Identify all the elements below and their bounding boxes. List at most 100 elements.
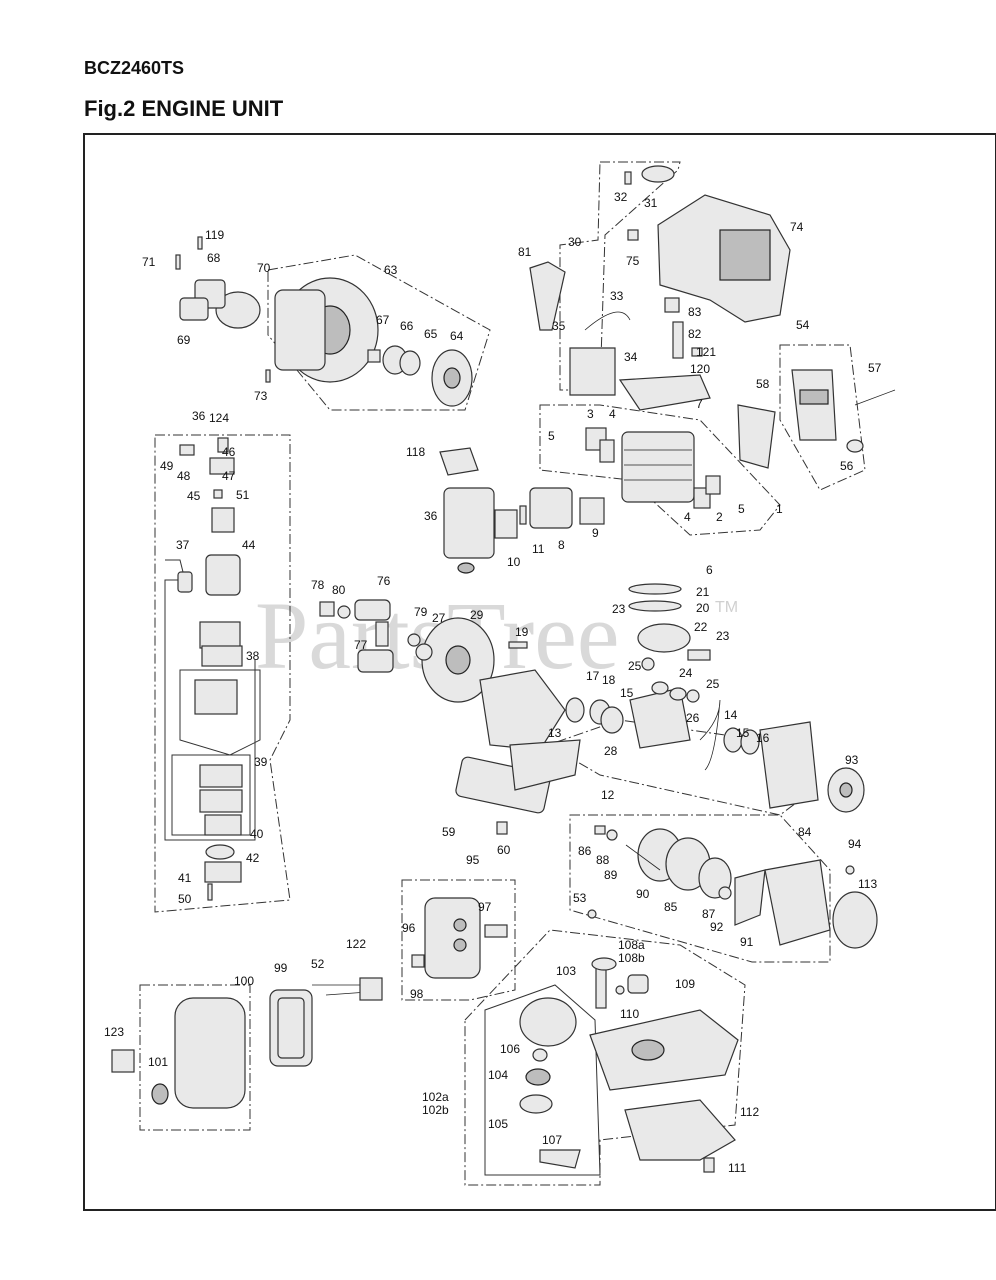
callout-5a: 5: [548, 429, 555, 443]
carburetor-group-36: [154, 434, 291, 913]
callout-36a: 36: [192, 409, 206, 423]
callout-36b: 36: [424, 509, 438, 523]
callout-122: 122: [346, 937, 366, 951]
callout-13: 13: [548, 726, 562, 740]
callout-24: 24: [679, 666, 693, 680]
callout-78: 78: [311, 578, 325, 592]
callout-68: 68: [207, 251, 221, 265]
callout-104: 104: [488, 1068, 508, 1082]
callout-29: 29: [470, 608, 484, 622]
starter-group-84: [569, 814, 831, 963]
air-cleaner-cover-group-100: [139, 984, 251, 1131]
callout-74: 74: [790, 220, 804, 234]
model-number: BCZ2460TS: [84, 58, 185, 78]
callout-69: 69: [177, 333, 191, 347]
callout-90: 90: [636, 887, 650, 901]
air-cleaner: [111, 739, 597, 1109]
callout-27: 27: [432, 611, 446, 625]
callout-75: 75: [626, 254, 640, 268]
callout-51: 51: [236, 488, 250, 502]
carburetor-subgroup-38: [179, 669, 261, 756]
callout-23b: 23: [716, 629, 730, 643]
callout-48: 48: [177, 469, 191, 483]
callout-111: 111: [728, 1161, 747, 1175]
callout-34: 34: [624, 350, 638, 364]
callout-102a: 102a: [422, 1090, 449, 1104]
callout-46: 46: [222, 445, 236, 459]
callout-14: 14: [724, 708, 738, 722]
callout-67: 67: [376, 313, 390, 327]
engine-cover: [529, 165, 791, 396]
callout-59: 59: [442, 825, 456, 839]
callout-94: 94: [848, 837, 862, 851]
callout-106: 106: [500, 1042, 520, 1056]
callout-79: 79: [414, 605, 428, 619]
callout-70: 70: [257, 261, 271, 275]
callout-45: 45: [187, 489, 201, 503]
callout-37: 37: [176, 538, 190, 552]
callout-105: 105: [488, 1117, 508, 1131]
callout-11: 11: [532, 542, 545, 556]
fuel-tank-group-102: [464, 929, 746, 1186]
callout-103: 103: [556, 964, 576, 978]
callout-4a: 4: [609, 407, 616, 421]
cylinder-assembly: [585, 374, 776, 509]
callout-15b: 15: [736, 726, 750, 740]
callout-124: 124: [209, 411, 229, 425]
callout-107: 107: [542, 1133, 562, 1147]
recoil-starter: [594, 767, 878, 949]
callout-65: 65: [424, 327, 438, 341]
callout-53: 53: [573, 891, 587, 905]
callout-118: 118: [406, 445, 425, 459]
callout-3: 3: [587, 407, 594, 421]
callout-112: 112: [740, 1105, 759, 1119]
callout-66: 66: [400, 319, 414, 333]
callout-89: 89: [604, 868, 618, 882]
callout-47: 47: [222, 469, 236, 483]
carburetor-subgroup-39: [171, 754, 251, 836]
callout-44: 44: [242, 538, 256, 552]
callout-52: 52: [311, 957, 325, 971]
callout-80: 80: [332, 583, 346, 597]
carburetor: [439, 447, 605, 574]
callout-71: 71: [142, 255, 156, 269]
callout-54: 54: [796, 318, 810, 332]
callout-4b: 4: [684, 510, 691, 524]
callout-101: 101: [148, 1055, 168, 1069]
callout-8: 8: [558, 538, 565, 552]
callout-81: 81: [518, 245, 532, 259]
callout-50: 50: [178, 892, 192, 906]
callout-12: 12: [601, 788, 615, 802]
callout-42: 42: [246, 851, 260, 865]
callout-6: 6: [706, 563, 713, 577]
clutch-housing-group: [267, 254, 491, 411]
callout-108a: 108a: [618, 938, 645, 952]
callout-93: 93: [845, 753, 859, 767]
callout-64: 64: [450, 329, 464, 343]
callout-21: 21: [696, 585, 710, 599]
muffler-group-54: [779, 344, 866, 491]
callout-60: 60: [497, 843, 511, 857]
callout-40: 40: [250, 827, 264, 841]
callout-25a: 25: [628, 659, 642, 673]
callout-91: 91: [740, 935, 754, 949]
callout-58: 58: [756, 377, 770, 391]
callout-76: 76: [377, 574, 391, 588]
callout-97: 97: [478, 900, 492, 914]
callout-119: 119: [205, 228, 224, 242]
fuel-tank: [519, 957, 739, 1173]
callout-99: 99: [274, 961, 288, 975]
callout-39: 39: [254, 755, 268, 769]
callout-30: 30: [568, 235, 582, 249]
callout-120: 120: [690, 362, 710, 376]
callout-84: 84: [798, 825, 812, 839]
callout-17: 17: [586, 669, 600, 683]
callout-31: 31: [644, 196, 658, 210]
callout-15a: 15: [620, 686, 634, 700]
callout-123: 123: [104, 1025, 124, 1039]
callout-18: 18: [602, 673, 616, 687]
callout-38: 38: [246, 649, 260, 663]
callout-33: 33: [610, 289, 624, 303]
